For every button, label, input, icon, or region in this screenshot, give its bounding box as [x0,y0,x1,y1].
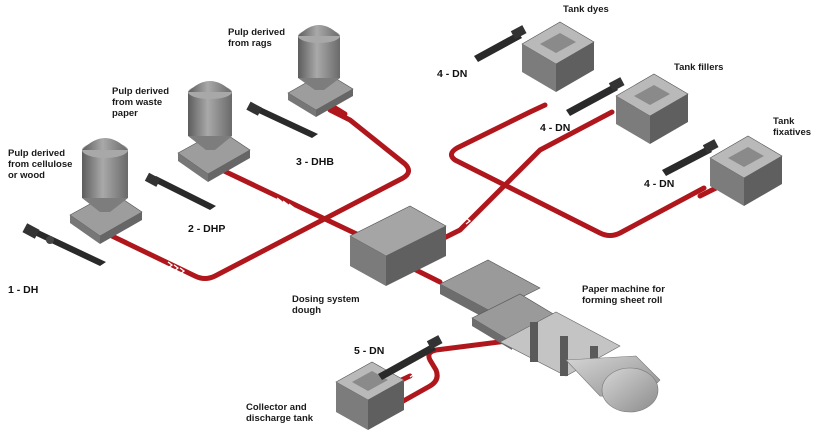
label-waste: Pulp derived from waste paper [112,86,170,119]
silo-waste [177,81,251,182]
label-tank-dyes: Tank dyes [563,4,609,15]
label-cellulose: Pulp derived from cellulose or wood [8,148,73,181]
pump-label-dn-dyes: 4 - DN [437,68,468,80]
label-paper-machine: Paper machine for forming sheet roll [582,284,665,306]
label-dosing: Dosing system dough [292,294,360,316]
silo-cellulose [69,138,143,244]
pump-dn-fixatives [662,139,719,176]
label-collector: Collector and discharge tank [246,402,314,424]
pump-dhp [144,172,216,210]
silo-rags [287,25,354,117]
tank-fixatives [709,135,783,206]
pump-label-dhp: 2 - DHP [188,223,226,235]
pump-label-dh: 1 - DH [8,284,39,296]
pump-dn-dyes [474,25,527,62]
pump-dhb [246,101,318,138]
pump-label-dn-fillers: 4 - DN [540,122,571,134]
pump-label-dhb: 3 - DHB [296,156,334,168]
pump-label-dn-fixatives: 4 - DN [644,178,675,190]
tank-fillers [615,73,689,144]
label-rags: Pulp derived from rags [228,27,286,49]
pump-dh [22,223,106,266]
pump-dn-fillers [566,77,625,116]
label-tank-fixatives: Tank fixatives [773,116,812,138]
paper-machine [439,259,661,413]
dosing-system [349,205,447,286]
pump-label-dn-collector: 5 - DN [354,345,385,357]
tank-dyes [521,21,595,92]
pump-dn-collector [378,335,443,380]
label-tank-fillers: Tank fillers [674,62,724,73]
